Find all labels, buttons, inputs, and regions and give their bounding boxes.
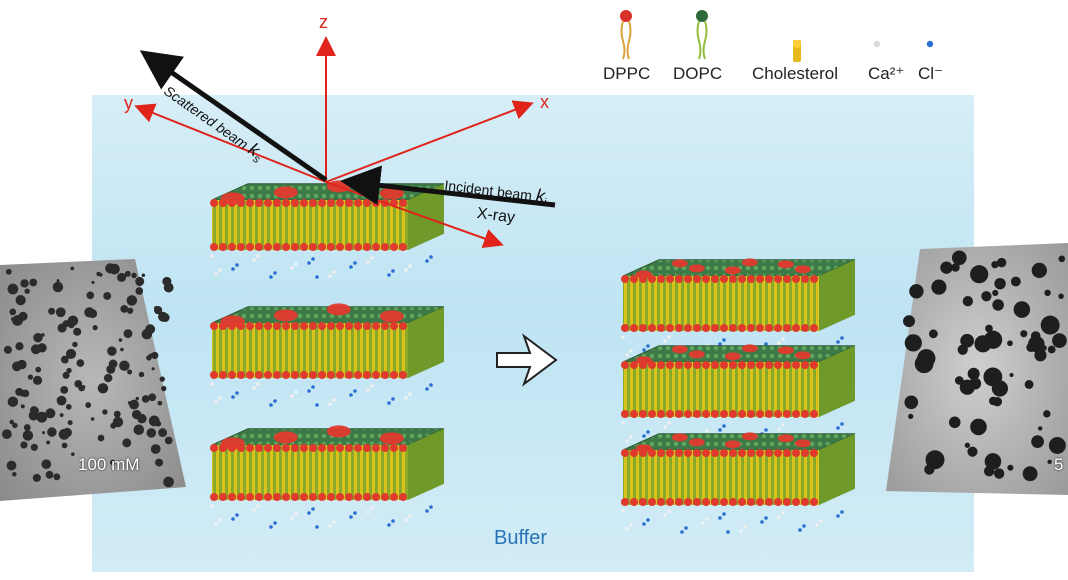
- membrane-stack-right: [621, 258, 856, 534]
- x-axis: [325, 100, 534, 183]
- legend-calcium-label: Ca²⁺: [868, 64, 905, 83]
- micrograph-left-label: 100 mM: [78, 455, 140, 474]
- micrograph-right: [886, 243, 1068, 495]
- legend-icon-0: [620, 10, 632, 60]
- z-axis-label: z: [319, 12, 328, 32]
- micrograph-left: [0, 259, 186, 501]
- legend-dppc-label: DPPC: [603, 64, 651, 83]
- legend-cholesterol-label: Cholesterol: [752, 64, 838, 83]
- scattered-beam-arrow: [139, 50, 328, 183]
- bilayer: [621, 432, 856, 534]
- x-axis-label: x: [540, 92, 549, 112]
- legend-icon-3: [873, 40, 881, 48]
- incident-beam-arrow: [340, 165, 556, 208]
- bilayer: [621, 258, 856, 360]
- bilayer: [210, 303, 445, 407]
- bilayer: [210, 425, 445, 529]
- legend-icon-1: [696, 10, 708, 60]
- legend-dopc-label: DOPC: [673, 64, 723, 83]
- legend-icon-4: [926, 40, 934, 48]
- y-axis-label: y: [124, 93, 133, 113]
- legend-chloride-label: Cl⁻: [918, 64, 944, 83]
- y-axis: [134, 103, 327, 183]
- membrane-stack-left: [210, 180, 445, 529]
- micrograph-right-label: 5: [1054, 455, 1064, 474]
- bilayer: [210, 180, 445, 279]
- buffer-label: Buffer: [494, 527, 547, 549]
- bilayer: [621, 344, 856, 446]
- transition-arrow: [496, 333, 558, 387]
- legend-icon-2: [793, 40, 801, 62]
